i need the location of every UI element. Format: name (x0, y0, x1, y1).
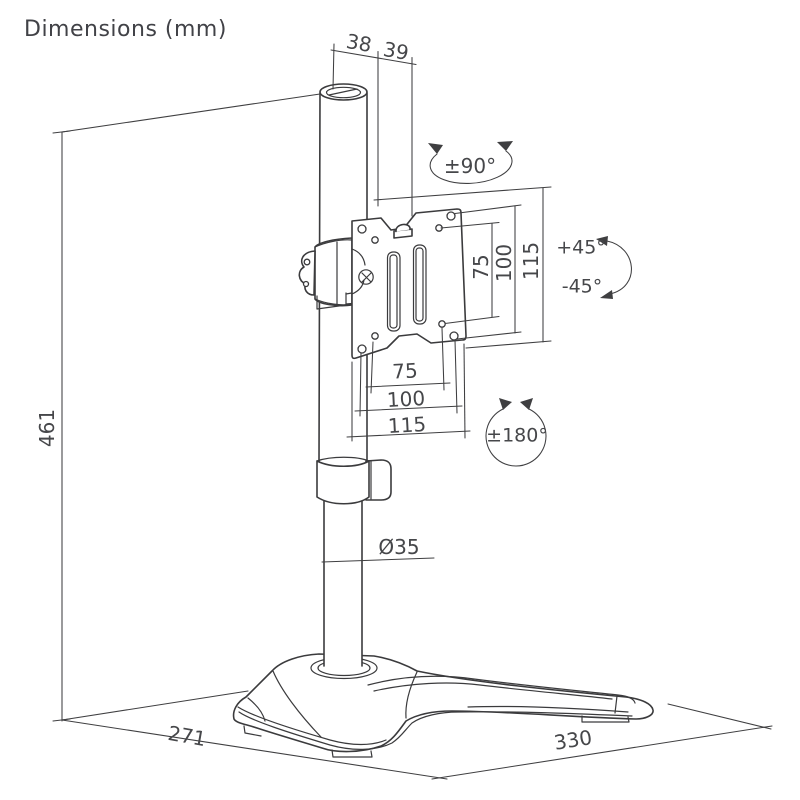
vesa-v75-label: 75 (469, 254, 493, 279)
tilt-link-top (351, 248, 366, 266)
dim-h-ext-outer-right (454, 339, 458, 414)
tilt-rotation-arrow-icon (606, 240, 632, 295)
dim-height-diagonal (61, 93, 321, 133)
clamp-top-rim (314, 239, 353, 248)
screen-rotation-arrow-icon (485, 408, 547, 467)
clamp-lever-hole-top (303, 258, 311, 266)
vesa-plate (351, 208, 467, 360)
base-arm-ridge-outer (367, 675, 636, 704)
pole-top-cap-inner (325, 86, 362, 99)
dim-v100-leader-top (454, 204, 522, 215)
vesa-v100-label: 100 (492, 244, 516, 282)
dim-v115-leader-bottom (465, 340, 552, 349)
vesa-h75-label: 75 (392, 358, 419, 383)
vesa-h115-label: 115 (387, 412, 426, 438)
dim-top-line (330, 49, 417, 66)
dimension-lines (52, 43, 773, 780)
dim-v100-leader-bottom (456, 331, 522, 340)
pole-lower-fill (324, 500, 362, 667)
tilt-link-bottom (351, 279, 365, 295)
vesa-hole-outer-tr (446, 211, 456, 221)
base-hub-crease-right (405, 671, 418, 719)
dim-v75-leader-top (440, 221, 500, 229)
dim-top-ext-1 (332, 43, 335, 90)
swivel-arrowhead-right (497, 141, 513, 151)
tilt-nut-dome (395, 223, 411, 233)
clamp-bracket (316, 292, 347, 310)
dim-h-ext-inner-right (441, 327, 445, 391)
vesa-hole-outer-br (449, 331, 459, 341)
dim-h-ext-inner-left (370, 341, 374, 394)
rotation-annotations (428, 141, 632, 467)
dim-label-38: 38 (344, 29, 373, 57)
base (232, 653, 654, 758)
vesa-slot-right-inner (415, 247, 424, 322)
base-depth-label: 271 (166, 721, 208, 751)
pole-diameter-label: Ø35 (378, 535, 419, 559)
tilt-pivot-cross (361, 272, 372, 283)
tilt-pivot (358, 269, 374, 285)
vesa-h100-label: 100 (386, 386, 425, 412)
tilt-arrowhead-bottom (600, 290, 613, 299)
tilt-up-label: +45° (556, 237, 606, 259)
vesa-hole-inner-br (438, 320, 446, 328)
base-left-foot-crease (247, 697, 266, 722)
base-rim-line-2 (237, 706, 387, 746)
screen-rotation-label: ±180° (486, 425, 548, 447)
base-width-label: 330 (552, 725, 593, 755)
dim-floor-right-edge (667, 703, 772, 730)
base-hub-crease-left (272, 670, 322, 738)
swivel-arrowhead-left (428, 143, 443, 154)
vesa-slot-left-inner (389, 254, 398, 329)
vesa-hole-outer-tl (357, 224, 367, 234)
vesa-v115-label: 115 (519, 242, 543, 280)
base-rim-line (238, 711, 633, 750)
dim-h75-line (365, 382, 451, 388)
base-arm-ridge-inner (373, 682, 613, 700)
base-pad-left (243, 725, 262, 737)
swivel-label: ±90° (444, 154, 496, 178)
vesa-plate-outline (351, 208, 467, 360)
dim-label-39: 39 (381, 37, 410, 65)
base-pad-right (581, 715, 630, 723)
vesa-hole-outer-bl (357, 344, 367, 354)
screen-rotation-arrowhead-right (520, 398, 533, 410)
vesa-hole-inner-bl (371, 332, 379, 340)
pole-top-cap-seam (328, 88, 358, 96)
dim-h115-line (346, 430, 471, 438)
tilt-down-label: -45° (562, 276, 603, 298)
dim-floor-back-edge (61, 690, 249, 721)
clamp-lever-hole-bottom (302, 280, 310, 288)
dim-h-ext-corner-right (463, 343, 466, 439)
screen-rotation-arrowhead-left (499, 398, 512, 410)
vesa-slot-right (412, 244, 427, 325)
base-pad-front (331, 749, 373, 758)
height-clamp-ring-rim (316, 456, 370, 462)
vesa-hole-inner-tl (371, 236, 379, 244)
dim-h100-line (354, 405, 463, 412)
vesa-slot-left (386, 251, 401, 332)
dim-v75-leader-bottom (444, 315, 500, 325)
base-tip-crease (614, 695, 618, 714)
height-clamp-knob (365, 459, 392, 501)
dim-h-ext-outer-left (359, 352, 362, 417)
swivel-rotation-arrow-icon (429, 150, 513, 184)
pole (316, 83, 392, 667)
page-title: Dimensions (mm) (24, 17, 227, 42)
height-label: 461 (35, 409, 59, 447)
dim-depth-line (61, 719, 448, 780)
base-rim-line-right (467, 705, 629, 713)
tilt-arrowhead-top (596, 236, 608, 246)
dim-diameter-leader (321, 557, 435, 563)
clamp-bottom-rim (314, 298, 353, 306)
height-clamp-ring (316, 460, 370, 505)
clamp-lever (298, 250, 316, 296)
dimension-labels: 38 39 ±90° 75 100 115 +45° -45° 75 100 1… (35, 29, 606, 755)
dim-width-line (431, 725, 773, 780)
dim-v115-leader-top (373, 186, 552, 201)
